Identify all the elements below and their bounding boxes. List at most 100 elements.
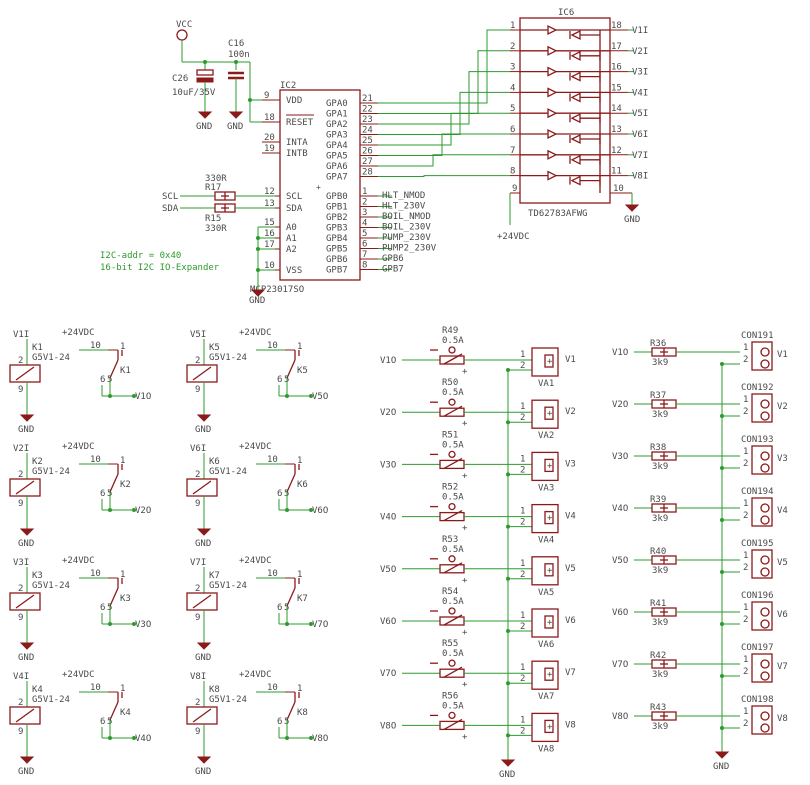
i2c-note-address: I2C-addr = 0x40 — [100, 251, 181, 261]
fuse-value: 0.5A — [442, 597, 464, 607]
gnd-con-bus — [714, 751, 730, 759]
relay-pin: 2 — [18, 356, 23, 366]
relay-24v-net: +24VDC — [62, 328, 95, 338]
relay-out-net: V5O — [312, 392, 328, 402]
vcc-label: VCC — [176, 20, 192, 30]
va-pin: 2 — [520, 465, 525, 475]
relay-ref: K5 — [209, 343, 220, 353]
ic2-left-pin-num: 9 — [264, 91, 269, 101]
ic2-right-pin-num: 24 — [362, 126, 373, 136]
r15-value: 330R — [205, 224, 227, 234]
gnd-symbol — [196, 642, 212, 650]
fuses-section: V1OR490.5A+12+V1VA1V2OR500.5A+12+V2VA2V3… — [380, 326, 576, 780]
relay-ref-mark: K4 — [120, 708, 131, 718]
fuse-value: 0.5A — [442, 336, 464, 346]
fuse-symbol — [448, 659, 456, 667]
relay-coil — [186, 706, 218, 725]
ic2-right-pin-num: 26 — [362, 147, 373, 157]
ic2-right-pin-num: 3 — [362, 208, 367, 218]
ic6-out-pin-num: 12 — [611, 146, 622, 156]
led-r-ref: R40 — [650, 547, 666, 557]
gnd-symbol — [19, 756, 35, 764]
fuse-net: V3O — [380, 460, 396, 470]
ic2-body — [279, 89, 361, 281]
va-ref: VA5 — [538, 588, 554, 598]
led-net: V5O — [612, 556, 628, 566]
gnd-fuse-bus — [500, 759, 516, 767]
ic2-right-pin-name: GPA2 — [326, 120, 348, 130]
fuse-ref: R52 — [442, 483, 458, 493]
ic6-out-pin-num: 11 — [611, 167, 622, 177]
fuse-value: 0.5A — [442, 545, 464, 555]
con-v-label: V5 — [777, 558, 788, 568]
led-net: V4O — [612, 504, 628, 514]
gnd-symbol — [19, 528, 35, 536]
led-r-value: 3k9 — [652, 462, 668, 472]
gnd-ic6 — [624, 204, 640, 212]
relay-coil — [9, 706, 41, 725]
v-label: V8 — [565, 720, 576, 730]
va-connector — [531, 503, 559, 534]
ic2-left-pin-name: RESET — [286, 118, 314, 128]
ic2-left-pin-num: 10 — [264, 261, 275, 271]
ic6-buffer — [547, 149, 558, 160]
fuse-ref: R49 — [442, 326, 458, 336]
i2c-note-desc: 16-bit I2C IO-Expander — [100, 263, 220, 273]
va-pin: 2 — [520, 413, 525, 423]
relay-out-net: V8O — [312, 734, 328, 744]
con-ref: CON193 — [741, 435, 774, 445]
ic2-gpb-net-label: GPB6 — [382, 254, 404, 264]
ic2-gpb-net-label: BOIL_230V — [382, 223, 431, 233]
gnd-label: GND — [195, 539, 211, 549]
ic6-buffer — [547, 170, 558, 181]
ic2-left-pin-name: INTA — [286, 138, 308, 148]
svg-text:10: 10 — [613, 184, 624, 194]
fuse-plus: + — [462, 628, 468, 638]
relay-value: G5V1-24 — [209, 695, 247, 705]
va-pin: 2 — [520, 570, 525, 580]
ic2-right-pin-name: GPB7 — [326, 266, 348, 276]
fuse-ref: R55 — [442, 639, 458, 649]
ic6-out-pin-num: 13 — [611, 125, 622, 135]
relay-24v-net: +24VDC — [62, 670, 95, 680]
relay-in-net: V8I — [190, 672, 206, 682]
scl-net: SCL — [162, 192, 178, 202]
i2c-section: SCL SDA 330R R17 R15 330R I2C-addr = 0x4… — [100, 174, 275, 306]
fuse-value: 0.5A — [442, 493, 464, 503]
con-pin: 2 — [743, 355, 748, 365]
relay-pin: 2 — [18, 470, 23, 480]
fuse-value: 0.5A — [442, 388, 464, 398]
led-net: V6O — [612, 608, 628, 618]
ic6-out-net-label: V5I — [632, 109, 648, 119]
ic6-buffer — [547, 66, 558, 77]
ic2-right-pin-num: 6 — [362, 240, 367, 250]
con-pin: 1 — [743, 707, 748, 717]
con-ref: CON195 — [741, 539, 774, 549]
fuse-value: 0.5A — [442, 649, 464, 659]
gnd-label: GND — [18, 653, 34, 663]
ic2-right-pin-num: 1 — [362, 187, 367, 197]
relay-ref: K4 — [32, 685, 43, 695]
ic2-ref: IC2 — [280, 81, 296, 91]
va-ref: VA1 — [538, 379, 554, 389]
led-net: V2O — [612, 400, 628, 410]
relay-pin: 6 — [277, 489, 282, 499]
fuse-net: V2O — [380, 408, 396, 418]
va-connector — [531, 556, 559, 586]
relay-value: G5V1-24 — [32, 581, 70, 591]
ic2-left-pin-name: SCL — [286, 192, 302, 202]
ic6-diode — [570, 154, 581, 165]
ic6-diode — [570, 92, 581, 103]
v-label: V3 — [565, 459, 576, 469]
ic2-right-pin-name: GPB4 — [326, 234, 348, 244]
relay-ref-mark: K7 — [297, 594, 308, 604]
va-ref: VA4 — [538, 536, 554, 546]
r17-ref: R17 — [205, 183, 221, 193]
